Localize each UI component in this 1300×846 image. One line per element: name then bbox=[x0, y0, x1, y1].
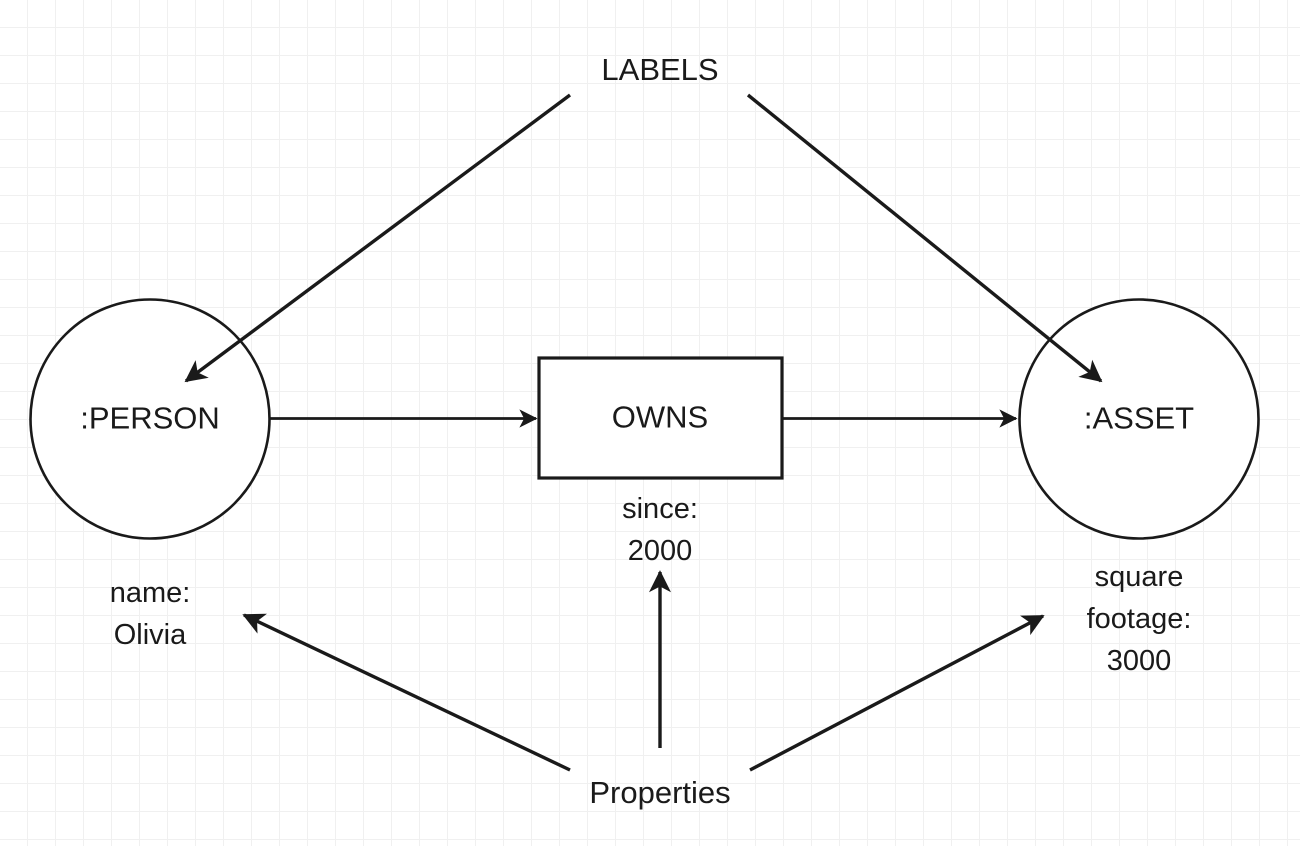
node-person-properties: name: Olivia bbox=[110, 572, 191, 656]
annotation-arrow-properties-to-person-props bbox=[242, 613, 571, 772]
relationship-owns-property-value: 2000 bbox=[627, 535, 693, 568]
relationship-owns-label: OWNS bbox=[611, 399, 709, 435]
node-asset-property-value: 3000 bbox=[1106, 645, 1172, 678]
relationship-owns-property-key: since: bbox=[622, 493, 698, 525]
node-person-label: :PERSON bbox=[80, 400, 220, 436]
node-asset-circle[interactable] bbox=[1018, 298, 1260, 540]
node-person-property-value: Olivia bbox=[113, 619, 187, 652]
properties-annotation-title: Properties bbox=[589, 775, 731, 810]
annotation-arrow-labels-to-asset bbox=[746, 93, 1103, 383]
annotation-arrow-properties-to-asset-props bbox=[749, 614, 1045, 772]
node-asset-property-key-line2: footage: bbox=[1086, 603, 1192, 636]
node-asset-properties: square footage: 3000 bbox=[1087, 556, 1192, 682]
node-asset-property-key-line1: square bbox=[1094, 561, 1184, 593]
annotation-arrow-labels-to-person bbox=[184, 93, 572, 383]
labels-annotation-title: LABELS bbox=[601, 52, 719, 87]
node-person-property-key: name: bbox=[109, 577, 191, 609]
relationship-owns-rect[interactable] bbox=[537, 356, 784, 480]
node-asset-label: :ASSET bbox=[1083, 400, 1195, 436]
node-person-circle[interactable] bbox=[29, 298, 271, 540]
relationship-owns-properties: since: 2000 bbox=[622, 488, 698, 572]
